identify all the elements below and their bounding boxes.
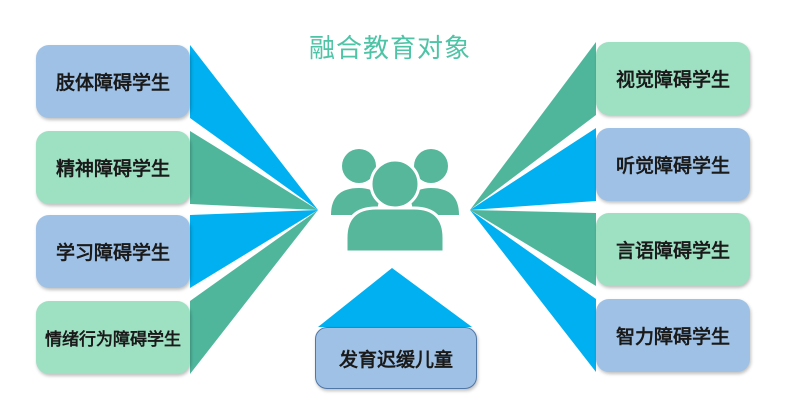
fan-right-4: [470, 210, 596, 372]
category-box-emotional-behavioral: 情绪行为障碍学生: [36, 301, 190, 374]
category-box-learning: 学习障碍学生: [36, 215, 190, 288]
category-box-intellectual: 智力障碍学生: [596, 299, 750, 372]
fan-right-3: [470, 210, 596, 286]
category-box-hearing: 听觉障碍学生: [596, 128, 750, 201]
category-box-speech: 言语障碍学生: [596, 213, 750, 286]
category-box-mental: 精神障碍学生: [36, 131, 190, 204]
category-box-visual: 视觉障碍学生: [596, 42, 750, 115]
diagram-title: 融合教育对象: [308, 34, 471, 64]
category-box-developmental-delay: 发育迟缓儿童: [315, 327, 477, 389]
fan-left-4: [190, 210, 318, 374]
fan-left-3: [190, 210, 318, 288]
fan-left-2: [190, 131, 318, 210]
category-box-physical: 肢体障碍学生: [36, 45, 190, 118]
fan-right-2: [470, 128, 596, 210]
fan-bottom: [318, 268, 472, 327]
people-group-icon: [331, 149, 459, 254]
fan-right-1: [470, 42, 596, 210]
fan-left-1: [190, 45, 318, 210]
